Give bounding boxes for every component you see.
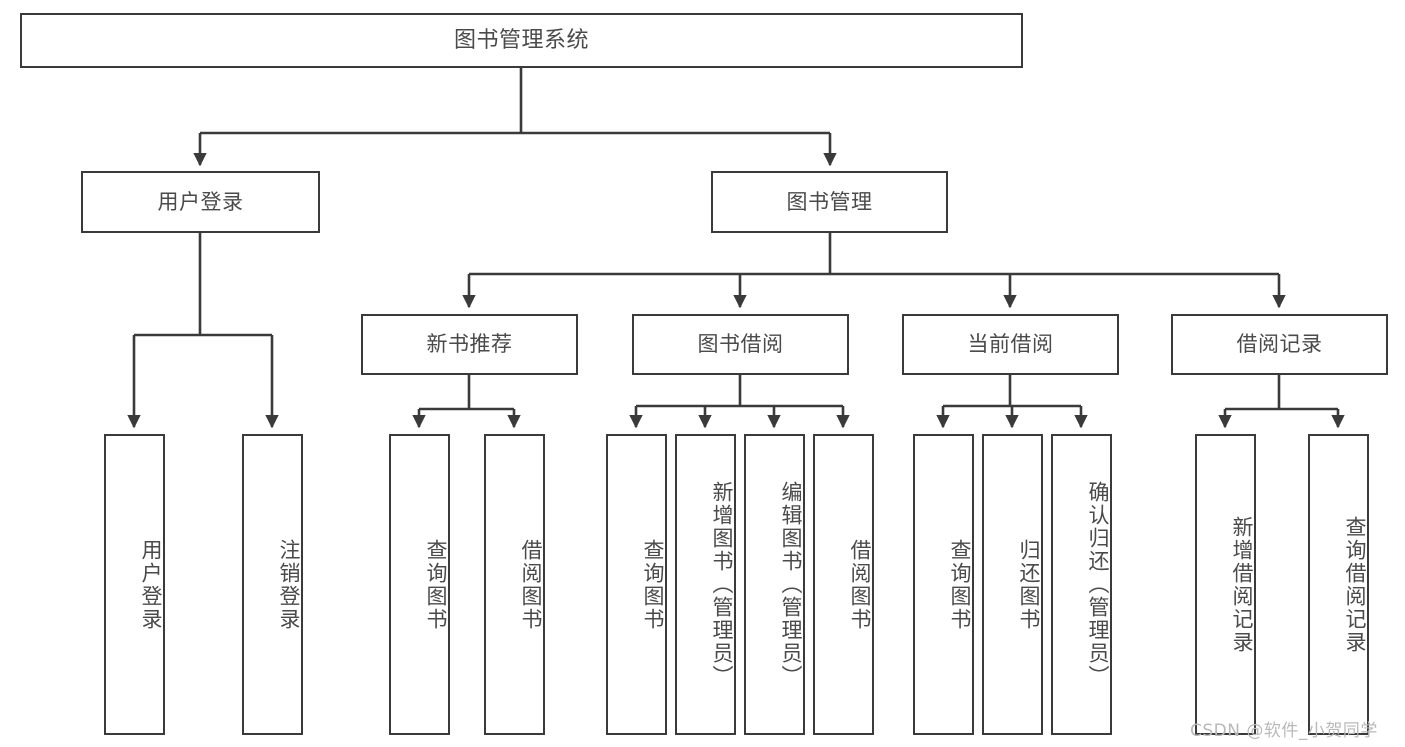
node-root-system-label: 图书管理系统 [453,27,589,53]
node-root-system[interactable]: 图书管理系统 [20,13,1023,68]
leaf-borrow-book-1-label: 借阅图书 [519,538,543,631]
leaf-borrow-book-2-label: 借阅图书 [848,538,872,631]
leaf-query-book-2[interactable]: 查询图书 [606,434,667,735]
node-current-borrow[interactable]: 当前借阅 [902,314,1119,375]
leaf-logout-login-label: 注销登录 [277,538,301,631]
leaf-user-login[interactable]: 用户登录 [104,434,165,735]
leaf-query-book-3-label: 查询图书 [948,538,972,631]
leaf-edit-book-label: 编辑图书（管理员） [779,481,803,688]
node-book-borrow[interactable]: 图书借阅 [632,314,849,375]
leaf-edit-book[interactable]: 编辑图书（管理员） [744,434,805,735]
node-user-login-label: 用户登录 [157,189,244,214]
leaf-query-book-1-label: 查询图书 [424,538,448,631]
leaf-return-book[interactable]: 归还图书 [982,434,1043,735]
leaf-query-borrow-record-label: 查询借阅记录 [1343,515,1367,654]
leaf-return-book-label: 归还图书 [1017,538,1041,631]
node-borrow-record[interactable]: 借阅记录 [1171,314,1388,375]
node-book-management-label: 图书管理 [786,189,873,214]
leaf-query-book-2-label: 查询图书 [641,538,665,631]
node-book-borrow-label: 图书借阅 [697,332,784,357]
node-user-login[interactable]: 用户登录 [81,171,320,233]
leaf-user-login-label: 用户登录 [139,538,163,631]
leaf-add-borrow-record[interactable]: 新增借阅记录 [1195,434,1256,735]
node-borrow-record-label: 借阅记录 [1236,332,1323,357]
leaf-add-borrow-record-label: 新增借阅记录 [1230,515,1254,654]
leaf-borrow-book-1[interactable]: 借阅图书 [484,434,545,735]
node-current-borrow-label: 当前借阅 [967,332,1054,357]
node-new-book-recommend-label: 新书推荐 [426,332,513,357]
leaf-query-book-3[interactable]: 查询图书 [913,434,974,735]
leaf-query-borrow-record[interactable]: 查询借阅记录 [1308,434,1369,735]
leaf-confirm-return-label: 确认归还（管理员） [1086,481,1110,688]
leaf-borrow-book-2[interactable]: 借阅图书 [813,434,874,735]
leaf-add-book-label: 新增图书（管理员） [710,481,734,688]
node-book-management[interactable]: 图书管理 [711,171,948,233]
node-new-book-recommend[interactable]: 新书推荐 [361,314,578,375]
leaf-add-book[interactable]: 新增图书（管理员） [675,434,736,735]
leaf-logout-login[interactable]: 注销登录 [242,434,303,735]
leaf-query-book-1[interactable]: 查询图书 [389,434,450,735]
csdn-watermark: CSDN @软件_小贺同学 [1190,721,1378,741]
leaf-confirm-return[interactable]: 确认归还（管理员） [1051,434,1112,735]
